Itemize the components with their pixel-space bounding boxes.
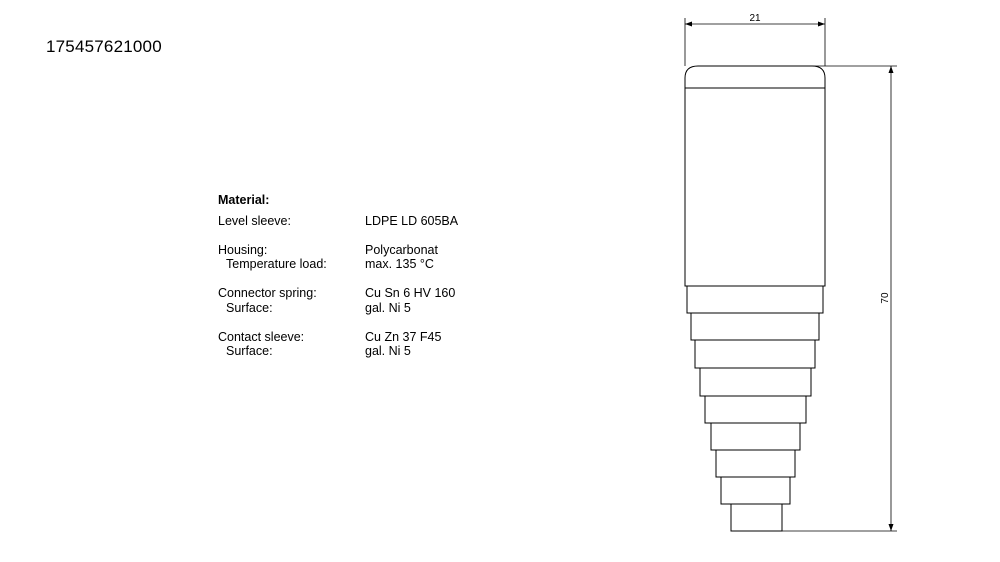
part-number: 175457621000: [46, 37, 162, 56]
height-dimension: [782, 65, 897, 532]
material-row: Contact sleeve: Cu Zn 37 F45: [218, 330, 458, 345]
material-label: Housing:: [218, 242, 268, 257]
material-value: Cu Zn 37 F45: [365, 329, 442, 344]
material-value: max. 135 °C: [365, 257, 434, 271]
material-label: Level sleeve:: [218, 213, 291, 228]
material-group-housing: Housing: Polycarbonat Temperature load: …: [218, 243, 458, 272]
material-group-level-sleeve: Level sleeve: LDPE LD 605BA: [218, 214, 458, 229]
housing-body: [684, 65, 826, 287]
arrow-head: [818, 21, 825, 27]
sleeve-step-2: [690, 312, 820, 341]
sleeve-step-8: [720, 476, 791, 505]
material-specification: Material: Level sleeve: LDPE LD 605BA Ho…: [218, 193, 458, 373]
material-value: LDPE LD 605BA: [365, 213, 459, 228]
material-label: Connector spring:: [218, 286, 317, 300]
sleeve-step-3: [694, 339, 816, 369]
material-label: Contact sleeve:: [218, 329, 305, 344]
part-outline: [684, 65, 826, 532]
arrow-head: [685, 21, 692, 27]
width-dimension-label: 21: [749, 13, 761, 24]
sleeve-step-9: [730, 503, 783, 532]
material-label: Surface:: [226, 344, 273, 358]
width-dimension: [684, 18, 826, 66]
sleeve-step-4: [699, 367, 812, 397]
material-label: Temperature load:: [226, 257, 327, 271]
material-row: Level sleeve: LDPE LD 605BA: [218, 214, 458, 229]
sleeve-step-5: [704, 395, 807, 424]
material-group-contact-sleeve: Contact sleeve: Cu Zn 37 F45 Surface: ga…: [218, 330, 458, 359]
material-group-connector-spring: Connector spring: Cu Sn 6 HV 160 Surface…: [218, 286, 458, 315]
arrow-head: [888, 66, 894, 73]
material-title: Material:: [218, 193, 270, 207]
material-row: Surface: gal. Ni 5: [218, 301, 458, 316]
material-label: Surface:: [226, 300, 273, 315]
material-row: Temperature load: max. 135 °C: [218, 257, 458, 272]
material-value: Polycarbonat: [365, 242, 438, 257]
material-row: Housing: Polycarbonat: [218, 243, 458, 258]
material-row: Connector spring: Cu Sn 6 HV 160: [218, 286, 458, 301]
arrow-head: [888, 524, 894, 531]
height-dimension-label: 70: [880, 292, 891, 304]
material-value: gal. Ni 5: [365, 300, 411, 315]
material-value: gal. Ni 5: [365, 344, 411, 358]
material-value: Cu Sn 6 HV 160: [365, 286, 456, 300]
material-row: Surface: gal. Ni 5: [218, 344, 458, 359]
sleeve-step-7: [715, 449, 796, 478]
sleeve-step-6: [710, 422, 801, 451]
sleeve-step-1: [686, 285, 824, 314]
